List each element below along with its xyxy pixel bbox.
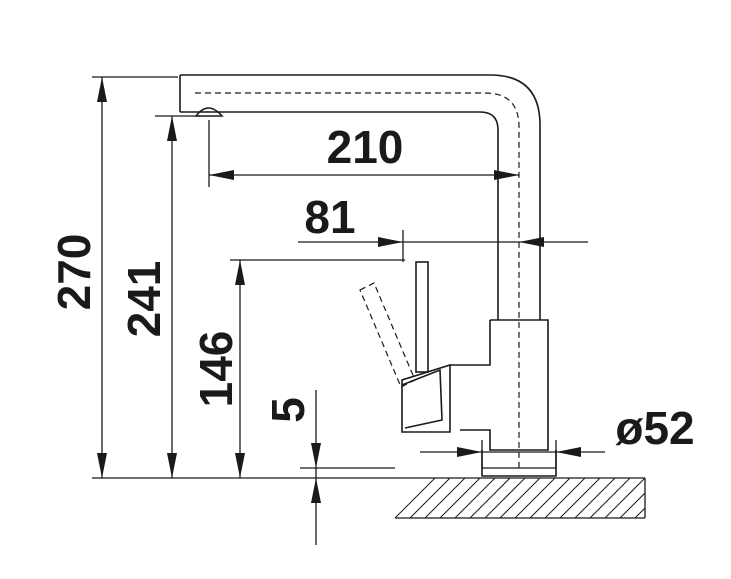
label-5: 5: [262, 397, 314, 423]
label-270: 270: [48, 234, 100, 311]
dimension-210: 210: [208, 120, 519, 187]
label-241: 241: [118, 261, 170, 338]
dimension-146: 146: [190, 259, 405, 478]
dimension-52: ø52: [420, 402, 695, 468]
label-81: 81: [304, 191, 355, 243]
dimension-81: 81: [298, 191, 588, 262]
dimension-241: 241: [118, 115, 200, 478]
countertop-hatch: [395, 478, 645, 518]
dimension-5: 5: [262, 390, 321, 545]
dimension-270: 270: [48, 76, 178, 478]
faucet-body: [179, 74, 557, 477]
aerator-icon: [194, 107, 224, 117]
label-diameter-52: ø52: [615, 402, 694, 454]
label-210: 210: [327, 121, 404, 173]
label-146: 146: [190, 331, 242, 408]
